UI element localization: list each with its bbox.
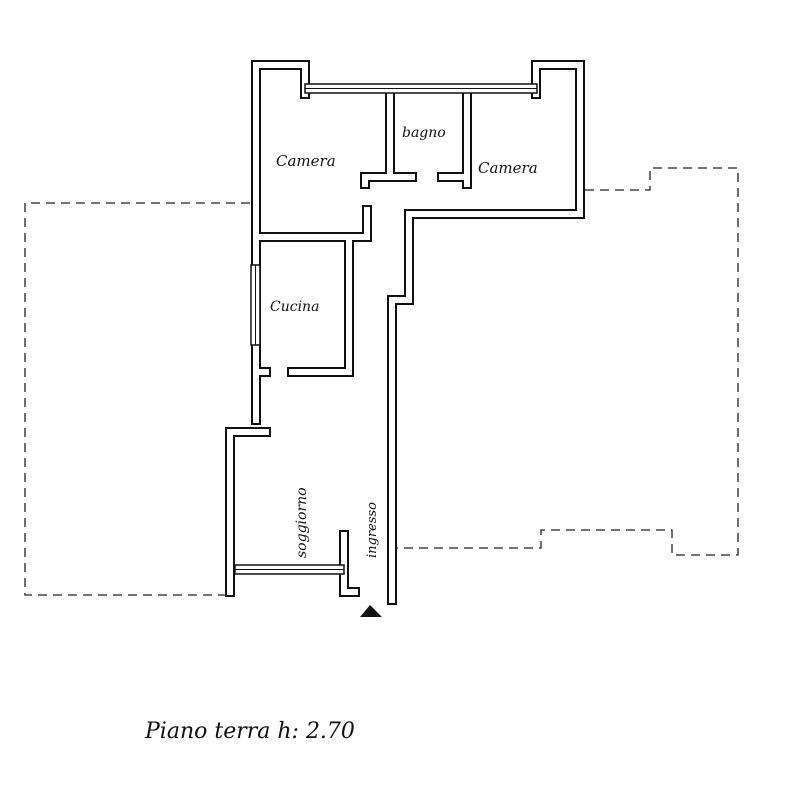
room-label-soggiorno: soggiorno <box>294 487 310 558</box>
room-label-ingresso: ingresso <box>365 502 380 558</box>
room-label-camera-left: Camera <box>276 152 336 170</box>
room-label-camera-right: Camera <box>478 159 538 177</box>
adjacent-outline-left <box>24 202 250 596</box>
room-label-cucina: Cucina <box>270 299 319 315</box>
wall <box>251 205 372 242</box>
wall <box>251 60 310 425</box>
wall-core <box>341 532 358 595</box>
adjacent-outline-right <box>396 167 739 556</box>
entry-arrow-icon <box>360 605 382 617</box>
windows <box>234 83 538 575</box>
wall <box>387 60 585 605</box>
wall-core <box>253 207 370 240</box>
wall <box>437 87 472 182</box>
plan-title: Piano terra h: 2.70 <box>144 719 355 744</box>
wall-core <box>253 62 308 423</box>
walls <box>225 60 585 605</box>
room-label-bagno: bagno <box>402 125 446 141</box>
wall-core <box>389 62 583 603</box>
wall-core <box>289 237 352 375</box>
wall <box>360 87 395 189</box>
wall-core <box>362 89 393 187</box>
wall-core <box>227 429 269 595</box>
